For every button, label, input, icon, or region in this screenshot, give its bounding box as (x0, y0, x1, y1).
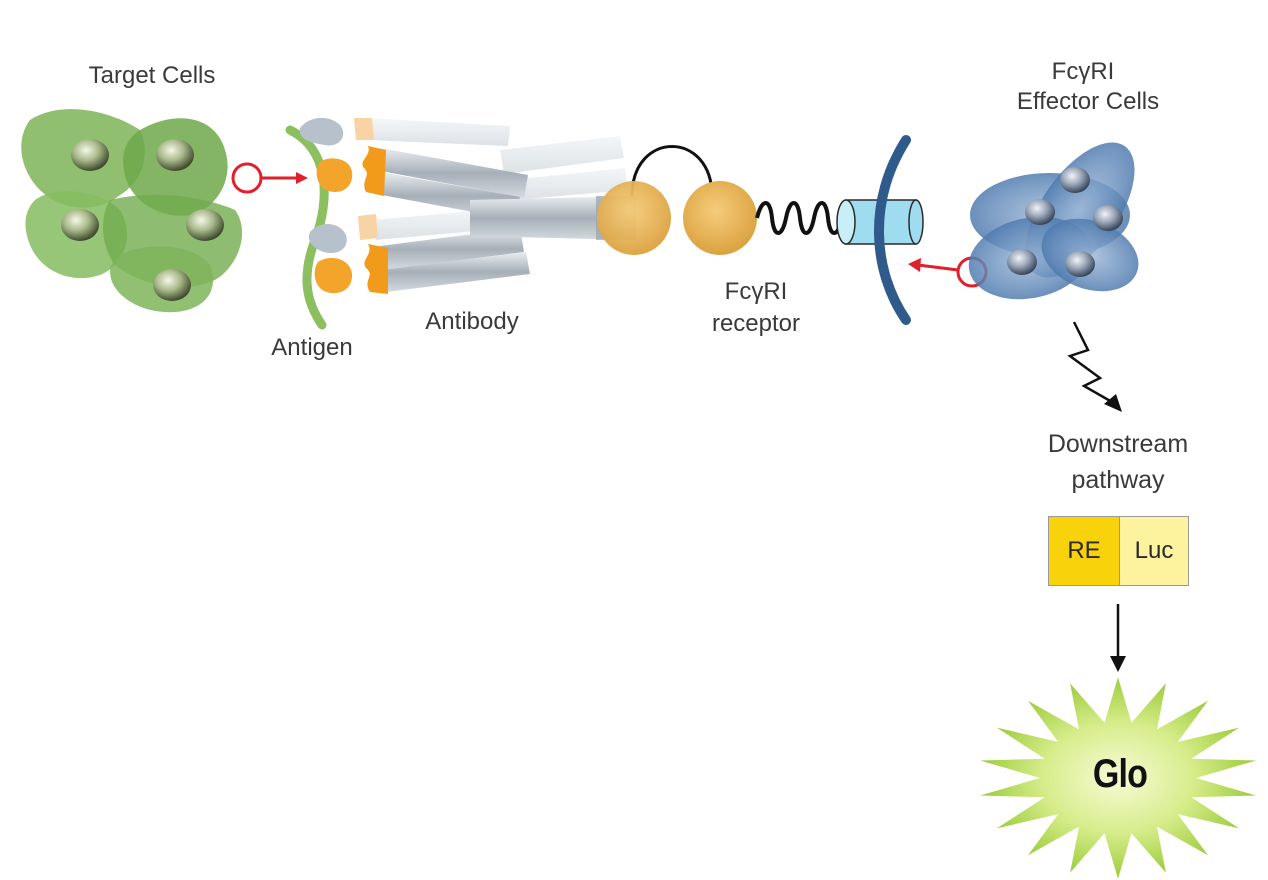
label-effector-line1: FcγRI (1051, 58, 1115, 85)
antibody-tip-upper (362, 146, 386, 196)
nucleus-1 (71, 139, 109, 171)
receptor-domain-1 (597, 181, 671, 255)
glo-label: Glo (1092, 752, 1148, 796)
label-downstream-line1: Downstream (1047, 430, 1189, 458)
antibody-stem-faded-2 (510, 168, 628, 200)
label-target-cells: Target Cells (88, 62, 216, 89)
effector-nucleus-5 (1065, 251, 1095, 277)
receptor-cylinder-front (836, 199, 856, 245)
receptor-loop (630, 145, 714, 197)
glo-burst (980, 677, 1256, 879)
receptor-coil (755, 201, 844, 235)
arrow-reporter-to-glo (1110, 604, 1126, 672)
nucleus-5 (153, 269, 191, 301)
arrow-head-target (296, 172, 308, 184)
effector-nucleus-4 (1007, 249, 1037, 275)
receptor-domain-2 (683, 181, 757, 255)
receptor (597, 145, 924, 255)
antigen-grey-2 (308, 224, 347, 254)
effector-cells (968, 142, 1139, 300)
lightning-path (1067, 321, 1113, 404)
reporter-re-box: RE (1049, 517, 1120, 585)
reporter-luc-box: Luc (1120, 517, 1188, 585)
antigen-grey-1 (299, 117, 344, 146)
highlight-circle-target (231, 162, 263, 194)
effector-nucleus-2 (1025, 199, 1055, 225)
label-receptor-line1: FcγRI (724, 278, 788, 305)
antibody (354, 118, 636, 294)
effector-membrane (874, 135, 911, 325)
antigen-orange-2 (314, 258, 353, 294)
reporter-construct: RE Luc (1048, 516, 1189, 586)
nucleus-4 (186, 209, 224, 241)
antibody-arm-lower-2 (382, 252, 530, 292)
label-effector-line2: Effector Cells (1016, 88, 1160, 115)
antigen-orange-1 (316, 158, 353, 192)
label-downstream-line2: pathway (1071, 466, 1165, 494)
antibody-cap-faded-2 (358, 214, 378, 240)
arrow-head-down (1110, 656, 1126, 672)
effector-nucleus-3 (1093, 205, 1123, 231)
antibody-arm-faded-1 (366, 118, 510, 146)
antibody-arm-lower-1 (380, 228, 524, 270)
effector-nucleus-1 (1060, 167, 1090, 193)
label-receptor-line2: receptor (711, 310, 801, 337)
antibody-tip-lower (364, 244, 388, 294)
target-cells (21, 109, 243, 313)
antibody-arm-upper-1 (376, 148, 528, 198)
signal-lightning-arrow (1067, 321, 1122, 412)
lightning-head (1104, 394, 1122, 412)
antibody-cap-faded-1 (354, 118, 374, 140)
antibody-stem-faded (500, 136, 624, 174)
nucleus-3 (61, 209, 99, 241)
nucleus-2 (156, 139, 194, 171)
label-antibody: Antibody (425, 308, 519, 335)
receptor-cylinder-back (908, 199, 924, 245)
target-zoom-indicator (231, 162, 308, 194)
label-antigen: Antigen (271, 334, 353, 361)
antibody-stem (470, 196, 636, 240)
arrow-effector-to-receptor (917, 263, 959, 272)
arrow-head-effector (908, 258, 921, 272)
antigen-molecules (299, 117, 353, 294)
